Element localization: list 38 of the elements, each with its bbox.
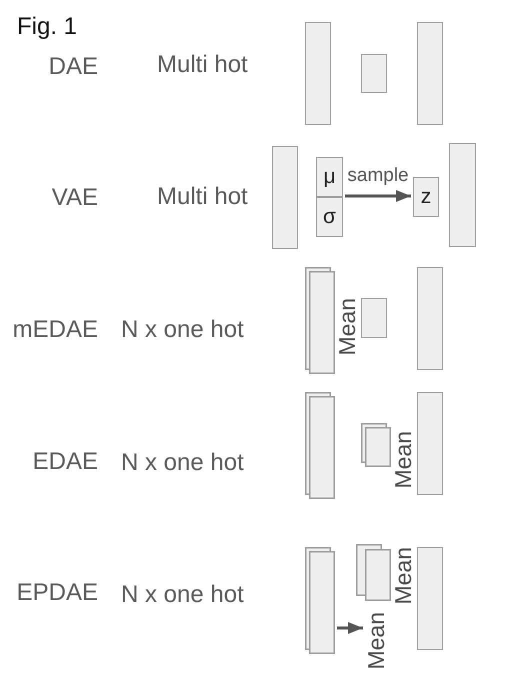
- model-name: DAE: [48, 53, 98, 81]
- hidden-layer-box: [361, 54, 387, 93]
- model-name: VAE: [52, 184, 98, 212]
- symbol-text: z: [420, 185, 432, 209]
- mean-label: Mean: [392, 547, 415, 605]
- edge-label: sample: [346, 165, 410, 187]
- input-layer-bar: [272, 146, 298, 249]
- output-layer-bar: [417, 392, 443, 495]
- output-layer-bar: [449, 143, 476, 247]
- input-type-label: N x one hot: [121, 316, 244, 344]
- symbol-text: μ: [323, 165, 336, 189]
- input-layer-stack: [305, 392, 335, 499]
- model-name: EPDAE: [16, 579, 98, 607]
- output-layer-bar: [417, 22, 443, 125]
- hidden-layer-stack: [356, 544, 391, 601]
- input-layer-stack: [305, 547, 335, 654]
- figure-title: Fig. 1: [17, 13, 78, 41]
- mean-label: Mean: [365, 612, 388, 670]
- symbol-text: σ: [323, 205, 336, 229]
- input-layer-bar: [305, 22, 331, 125]
- input-type-label: Multi hot: [157, 51, 248, 79]
- input-type-label: N x one hot: [121, 581, 244, 609]
- arrow: [337, 622, 363, 634]
- output-layer-bar: [417, 267, 443, 370]
- hidden-layer-stack: [361, 423, 391, 467]
- input-type-label: N x one hot: [121, 449, 244, 477]
- model-name: EDAE: [32, 448, 98, 476]
- latent-z-box: [413, 177, 439, 217]
- sigma-box: [316, 197, 343, 237]
- input-layer-stack: [305, 267, 335, 374]
- hidden-layer-box: [361, 298, 387, 338]
- arrow: [345, 190, 411, 202]
- output-layer-bar: [417, 547, 443, 650]
- mean-label: Mean: [392, 431, 415, 489]
- input-type-label: Multi hot: [157, 183, 248, 211]
- mean-label: Mean: [336, 298, 359, 356]
- mu-box: [316, 157, 343, 197]
- model-name: mEDAE: [12, 316, 98, 344]
